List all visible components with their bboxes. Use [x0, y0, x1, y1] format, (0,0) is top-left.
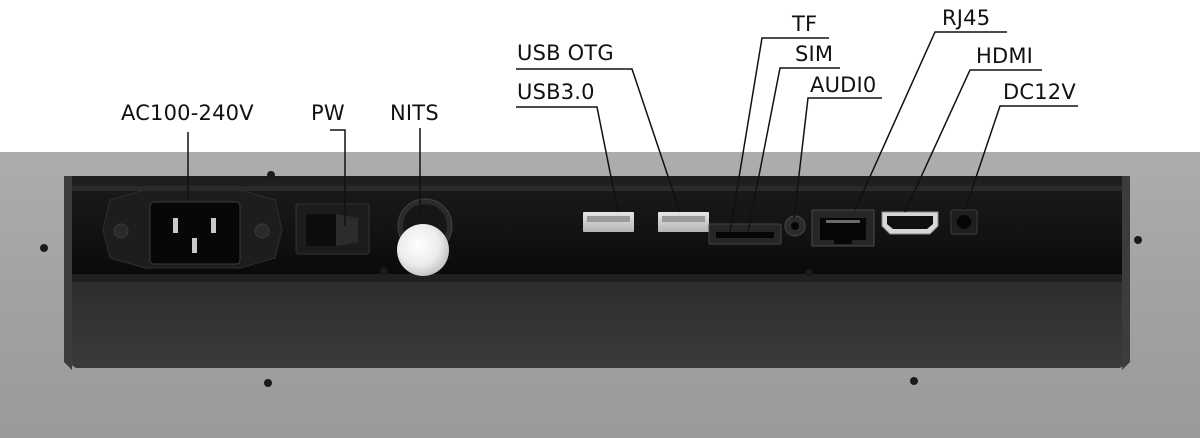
ac-pin-left [173, 218, 178, 233]
usb-otg-port [658, 212, 709, 232]
brightness-knob [397, 198, 453, 276]
leader-line-tf [729, 37, 829, 233]
label-dc12v: DC12V [1003, 80, 1076, 104]
screw [910, 377, 918, 385]
audio-jack [784, 215, 806, 237]
power-switch-rocker [306, 214, 336, 246]
leader-line-usb-otg [516, 68, 681, 213]
label-sim: SIM [795, 42, 834, 66]
leader-line-pw [330, 129, 346, 226]
tf-sim-slot [708, 223, 782, 245]
io-panel-top-edge [70, 186, 1124, 191]
label-ac-input: AC100-240V [121, 101, 254, 125]
hdmi-port [881, 211, 939, 235]
screw [380, 267, 388, 275]
power-switch-rocker-raised [336, 214, 358, 246]
label-usb3: USB3.0 [517, 80, 595, 104]
usb-otg-port-slot [662, 216, 705, 222]
ac-inlet-port [102, 189, 283, 269]
dc12v-jack-hole [957, 215, 971, 229]
leader-line-usb3 [516, 106, 619, 213]
dc12v-jack [950, 209, 978, 235]
rj45-contacts [826, 220, 860, 223]
ac-inlet-screw-right [254, 223, 270, 239]
label-rj45: RJ45 [942, 6, 991, 30]
leader-line-rj45 [854, 31, 1007, 211]
usb3-port [583, 212, 634, 232]
rj45-port [811, 209, 875, 247]
label-audio: AUDI0 [810, 73, 877, 97]
label-hdmi: HDMI [976, 44, 1034, 68]
rj45-port-opening [820, 218, 866, 244]
ac-inlet-socket [149, 201, 241, 265]
power-switch [295, 203, 370, 255]
screw [40, 244, 48, 252]
leader-line-sim [747, 67, 840, 233]
hdmi-port-opening [887, 216, 933, 229]
chassis-screws [40, 171, 1142, 387]
tray-right-bevel [1122, 176, 1130, 370]
leader-line-hdmi [904, 69, 1042, 213]
label-usb-otg: USB OTG [517, 41, 614, 65]
audio-jack-hole [791, 222, 799, 230]
tray-left-bevel [64, 176, 72, 370]
leader-line-audio [793, 97, 882, 219]
label-brightness-knob: NITS [390, 101, 439, 125]
usb3-port-slot [587, 216, 630, 222]
ac-inlet-screw-left [113, 223, 129, 239]
leader-line-dc12v [964, 105, 1078, 211]
label-power-switch: PW [311, 101, 345, 125]
leader-lines [187, 31, 1078, 233]
knob-cap [397, 224, 449, 276]
tf-sim-slot-opening [716, 232, 774, 238]
screw [1134, 236, 1142, 244]
screw [805, 269, 813, 277]
ac-pin-ground [192, 238, 197, 253]
screw [264, 379, 272, 387]
screw [267, 171, 275, 179]
label-tf: TF [792, 12, 818, 36]
io-tray-lip [70, 274, 1124, 282]
ac-pin-right [211, 218, 216, 233]
